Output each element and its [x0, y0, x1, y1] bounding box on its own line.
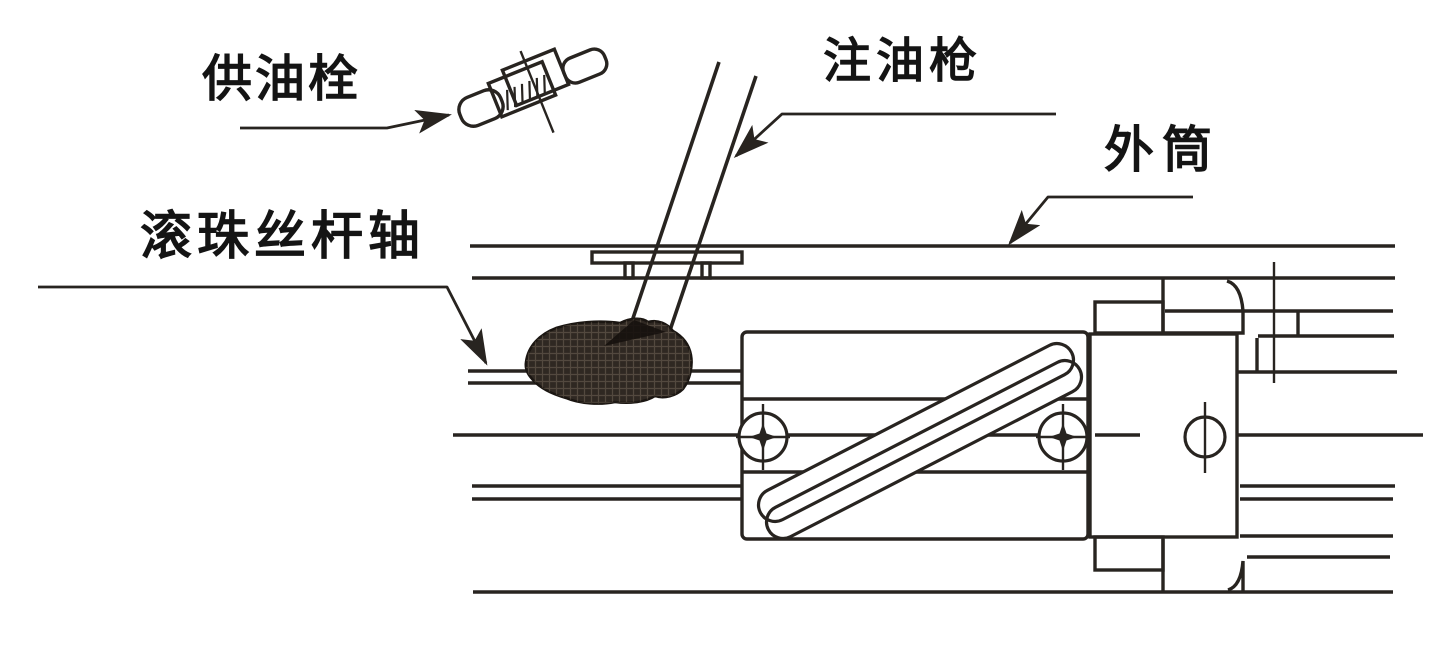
leader-oil-supply-plug — [240, 110, 452, 134]
end-block-top-tab — [1161, 278, 1245, 335]
leader-outer-cylinder — [1008, 195, 1193, 246]
gun-nozzle-tip — [604, 320, 666, 346]
oil-port-boss — [590, 250, 744, 280]
grease-gun-drawing — [622, 61, 758, 346]
ball-return-tube — [756, 341, 1084, 541]
oil-supply-plug-drawing — [457, 47, 609, 134]
leader-grease-gun — [733, 112, 1056, 159]
label-grease-gun: 注油枪 — [823, 33, 982, 89]
end-block-bottom-tab — [1161, 539, 1245, 592]
label-oil-supply-plug: 供油栓 — [202, 50, 361, 108]
grease-blob — [524, 317, 693, 405]
label-ball-screw-shaft: 滚珠丝杆轴 — [140, 207, 425, 267]
screw-left — [736, 404, 790, 470]
leader-lines — [38, 110, 1193, 366]
end-block-top-small-tab — [1093, 300, 1165, 335]
label-outer-cylinder: 外筒 — [1104, 121, 1220, 179]
labels: 供油栓 注油枪 外筒 滚珠丝杆轴 — [140, 33, 1220, 267]
screw-right — [1036, 404, 1089, 470]
end-bolt-detail — [1255, 262, 1300, 383]
leader-ball-screw-shaft — [38, 285, 488, 366]
end-block-bottom-small-tab — [1093, 535, 1165, 572]
end-block-hole — [1183, 402, 1227, 473]
